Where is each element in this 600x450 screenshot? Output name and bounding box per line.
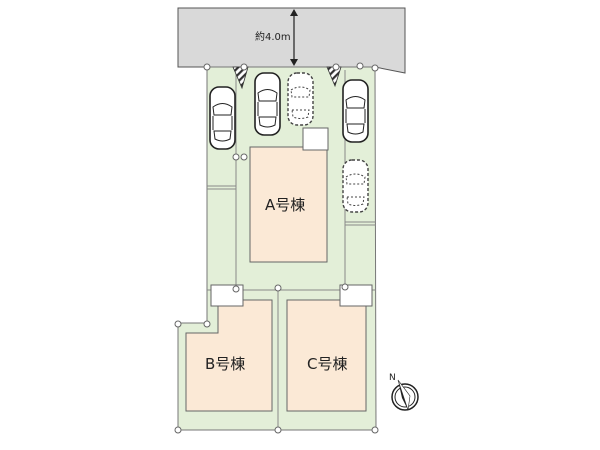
building-b-label: B号棟: [205, 355, 245, 373]
parking-car: [342, 79, 369, 143]
road: [177, 7, 406, 74]
building-c-label: C号棟: [307, 355, 347, 373]
parking-car: [254, 72, 281, 136]
building-a: [249, 146, 328, 263]
parking-car: [209, 86, 236, 150]
north-compass-icon: N: [389, 373, 419, 411]
compass-north-label: N: [389, 373, 396, 383]
building-b: [185, 299, 273, 412]
utility-box: [302, 127, 329, 151]
boundary-markers: [174, 62, 379, 434]
utility-box: [339, 284, 373, 307]
parking-car-optional: [342, 159, 369, 213]
building-a-label: A号棟: [265, 196, 305, 214]
building-c: [286, 299, 367, 412]
road-width-label: 約4.0m: [255, 30, 291, 43]
parking-car-optional: [287, 72, 314, 126]
